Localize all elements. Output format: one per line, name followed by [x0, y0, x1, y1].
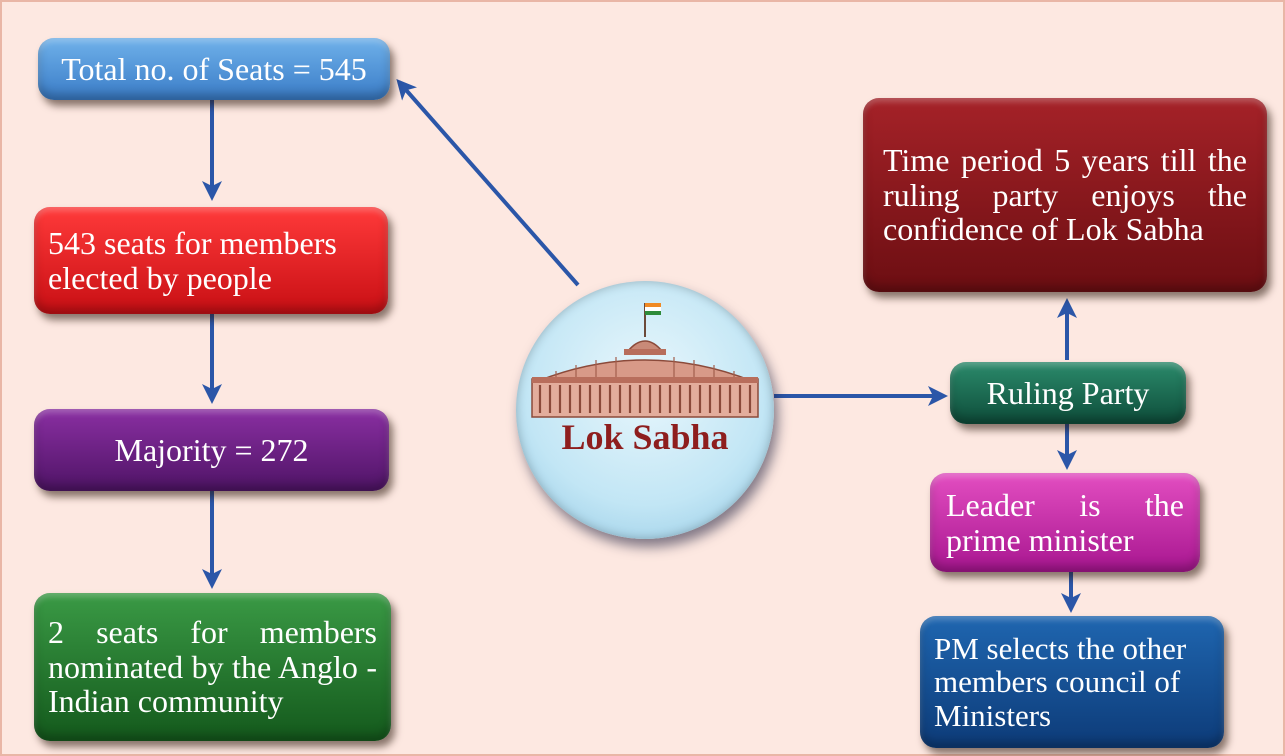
nominated-seats-box: 2 seats for members nominated by the Ang… [34, 593, 391, 741]
majority-text: Majority = 272 [114, 431, 309, 468]
parliament-building-icon [531, 303, 759, 418]
total-seats-text: Total no. of Seats = 545 [61, 50, 367, 87]
elected-seats-text: 543 seats for members elected by people [48, 224, 337, 296]
hub-label: Lok Sabha [561, 417, 729, 457]
time-period-box: Time period 5 years till the ruling part… [863, 98, 1267, 292]
leader-text: Leader is the prime minister [946, 486, 1184, 558]
ruling-party-text: Ruling Party [986, 374, 1150, 411]
majority-box: Majority = 272 [34, 409, 389, 491]
elected-seats-box: 543 seats for members elected by people [34, 207, 388, 314]
pm-selects-text: PM selects the other members council of … [934, 630, 1187, 733]
lok-sabha-hub: Lok Sabha [516, 281, 774, 539]
ruling-party-box: Ruling Party [950, 362, 1186, 424]
nominated-seats-text: 2 seats for members nominated by the Ang… [48, 614, 377, 720]
leader-box: Leader is the prime minister [930, 473, 1200, 572]
time-period-text: Time period 5 years till the ruling part… [883, 142, 1247, 248]
arrow-hub-to-total [396, 78, 580, 287]
pm-selects-box: PM selects the other members council of … [920, 616, 1224, 748]
total-seats-box: Total no. of Seats = 545 [38, 38, 390, 100]
